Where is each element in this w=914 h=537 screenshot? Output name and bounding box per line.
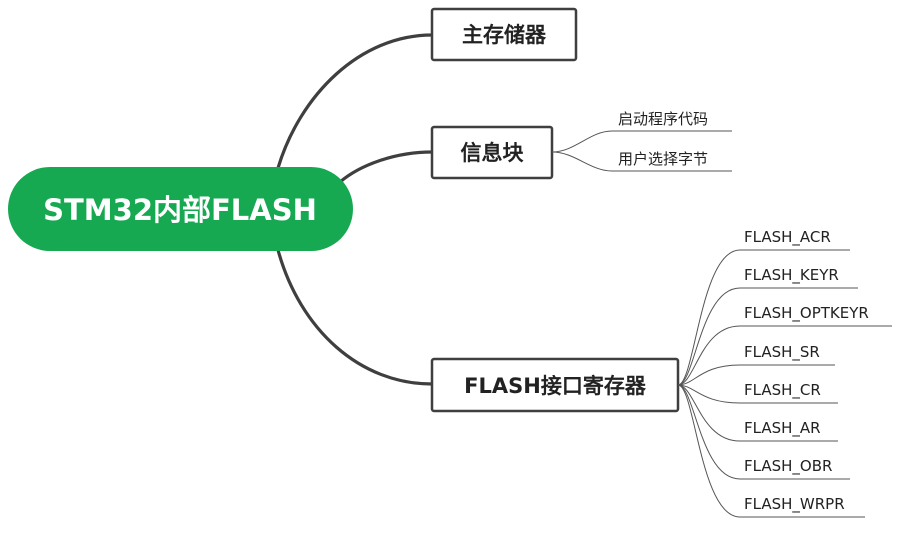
leaf-flash-optkeyr[interactable]: FLASH_OPTKEYR	[744, 304, 869, 323]
connector-root-to-info-block	[338, 150, 434, 184]
branch-info-block-label: 信息块	[461, 141, 525, 165]
leaf-flash-sr[interactable]: FLASH_SR	[744, 343, 820, 362]
info-block-leaf-connectors	[551, 130, 732, 172]
leaf-flash-ar[interactable]: FLASH_AR	[744, 419, 821, 438]
info-block-leaves: 启动程序代码 用户选择字节	[618, 110, 708, 168]
root-node-background	[8, 167, 353, 251]
branch-main-memory-label: 主存储器	[462, 23, 547, 47]
branch-flash-interface-registers-label: FLASH接口寄存器	[464, 374, 647, 398]
branch-info-block[interactable]: 信息块	[430, 125, 554, 180]
root-node[interactable]: STM32内部FLASH	[8, 167, 353, 251]
leaf-flash-keyr[interactable]: FLASH_KEYR	[744, 266, 839, 285]
branch-main-memory[interactable]: 主存储器	[430, 7, 578, 62]
connector-root-to-main-memory	[276, 33, 434, 170]
root-node-label: STM32内部FLASH	[43, 193, 317, 227]
branch-flash-interface-registers[interactable]: FLASH接口寄存器	[430, 357, 680, 413]
register-leaf-connectors	[677, 249, 892, 518]
leaf-flash-acr[interactable]: FLASH_ACR	[744, 228, 831, 247]
leaf-user-option-bytes[interactable]: 用户选择字节	[618, 150, 708, 168]
branch-main-memory-box	[430, 7, 578, 62]
leaf-flash-cr[interactable]: FLASH_CR	[744, 381, 821, 400]
leaf-flash-obr[interactable]: FLASH_OBR	[744, 457, 832, 476]
leaf-flash-wrpr[interactable]: FLASH_WRPR	[744, 495, 845, 514]
leaf-boot-code[interactable]: 启动程序代码	[618, 110, 708, 128]
connector-root-to-flash-registers	[276, 248, 434, 386]
register-leaves: FLASH_ACR FLASH_KEYR FLASH_OPTKEYR FLASH…	[744, 228, 869, 514]
